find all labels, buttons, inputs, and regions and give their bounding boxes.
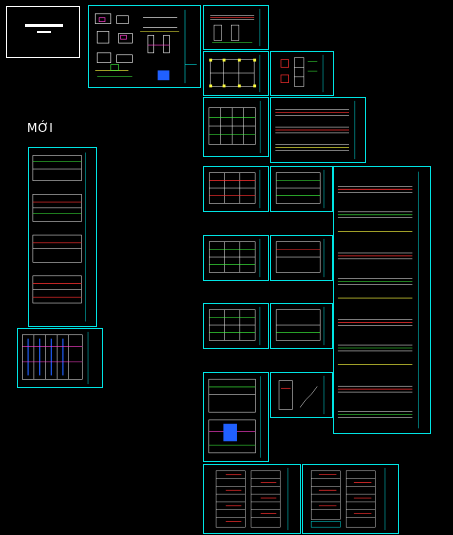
beam-plan-sheet-3b[interactable] bbox=[270, 235, 333, 281]
beam-plan-sheet-2a[interactable] bbox=[203, 166, 269, 212]
beam-plan-4a-drawing bbox=[208, 306, 261, 346]
new-label: MỚI bbox=[27, 121, 54, 135]
new-plan-sheet-1[interactable] bbox=[28, 147, 97, 327]
foundation-plan-sheet[interactable] bbox=[203, 51, 269, 96]
beam-plan-sheet-2b[interactable] bbox=[270, 166, 333, 212]
beam-plan-sheet-5a[interactable] bbox=[203, 372, 269, 462]
beam-plan-3a-drawing bbox=[208, 238, 261, 278]
beam-plan-2b-drawing bbox=[275, 169, 325, 209]
new-plan-2-drawing bbox=[22, 331, 89, 385]
rebar-table-sheet-2[interactable] bbox=[302, 464, 399, 534]
beam-plan-1-drawing bbox=[208, 100, 261, 154]
sections-a-drawing bbox=[210, 8, 261, 47]
general-details-sheet[interactable] bbox=[88, 5, 201, 88]
beam-plan-sheet-1[interactable] bbox=[203, 97, 269, 157]
rebar-table-2-drawing bbox=[310, 467, 386, 531]
beam-plan-sheet-4b[interactable] bbox=[270, 303, 333, 349]
stair-detail-sheet[interactable] bbox=[270, 372, 333, 418]
beam-plan-sheet-3a[interactable] bbox=[203, 235, 269, 281]
beam-elevation-1-drawing bbox=[275, 100, 356, 160]
sections-sheet-a[interactable] bbox=[203, 5, 269, 50]
beam-plan-2a-drawing bbox=[208, 169, 261, 209]
beam-plan-5a-drawing bbox=[208, 376, 261, 458]
rebar-table-sheet-1[interactable] bbox=[203, 464, 301, 534]
cover-title-mark bbox=[25, 24, 63, 27]
beam-elevation-sheet-2[interactable] bbox=[333, 166, 431, 434]
general-details-drawing bbox=[94, 9, 197, 84]
cover-subtitle-mark bbox=[37, 31, 51, 33]
foundation-plan-drawing bbox=[209, 54, 261, 93]
rebar-table-1-drawing bbox=[215, 467, 289, 531]
beam-elevation-2-drawing bbox=[337, 171, 419, 429]
beam-plan-3b-drawing bbox=[275, 238, 325, 278]
beam-elevation-sheet-1[interactable] bbox=[270, 97, 366, 163]
column-details-drawing bbox=[280, 54, 324, 93]
column-details-sheet[interactable] bbox=[270, 51, 334, 96]
cover-sheet[interactable] bbox=[6, 6, 80, 58]
new-plans-drawing bbox=[32, 152, 86, 322]
new-plan-sheet-2[interactable] bbox=[17, 328, 103, 388]
stair-detail-drawing bbox=[278, 375, 325, 415]
beam-plan-sheet-4a[interactable] bbox=[203, 303, 269, 349]
beam-plan-4b-drawing bbox=[275, 306, 325, 346]
